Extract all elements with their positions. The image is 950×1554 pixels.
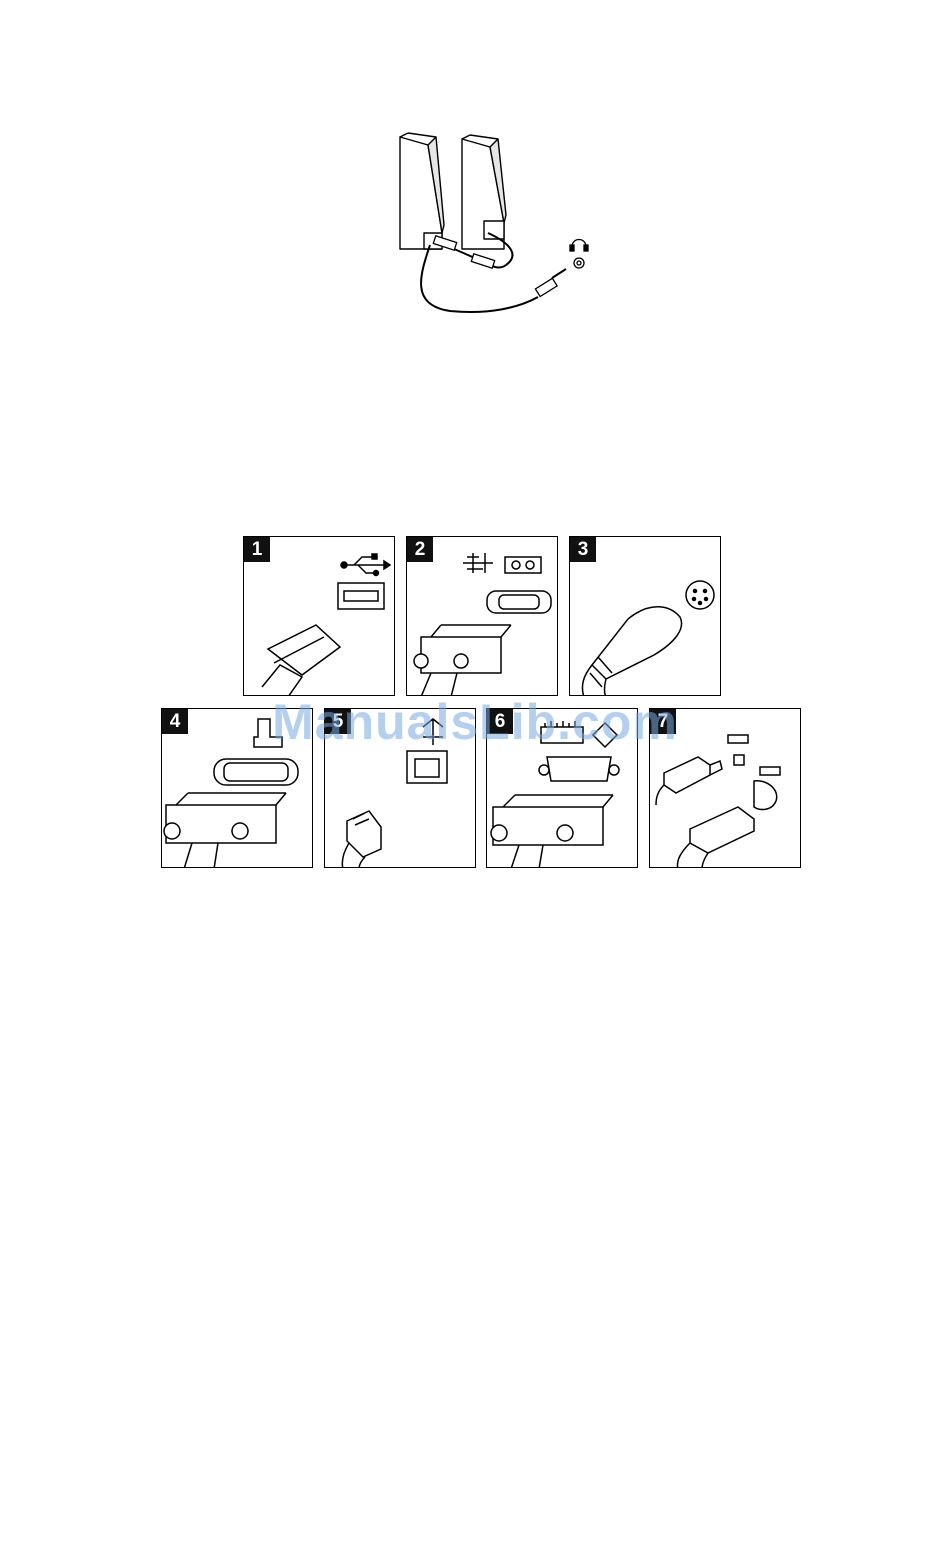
watermark: ManualsLib.com <box>0 693 950 751</box>
speaker-illustration <box>380 125 600 325</box>
panel-number: 3 <box>570 537 596 562</box>
panel-ps2: 3 <box>569 536 721 696</box>
panel-number: 1 <box>244 537 270 562</box>
speakers-drawing <box>380 125 600 325</box>
panel-usb: 1 <box>243 536 395 696</box>
panel-serial: 2 <box>406 536 558 696</box>
panel-number: 2 <box>407 537 433 562</box>
